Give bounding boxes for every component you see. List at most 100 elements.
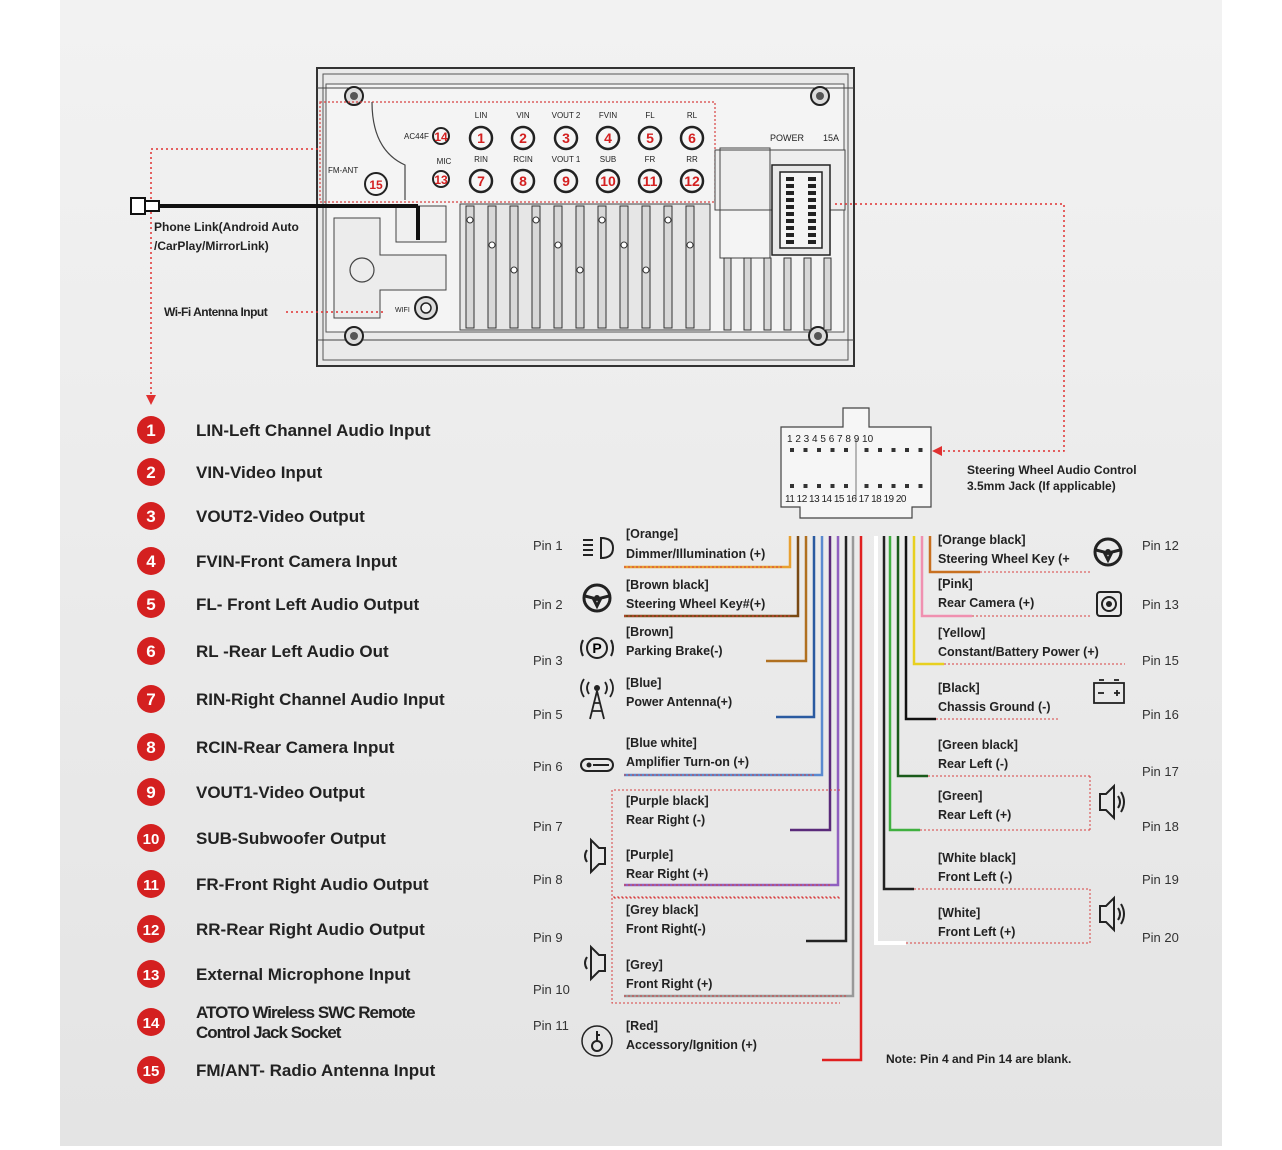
connector-bottom-pins: 11 12 13 14 15 16 17 18 19 20	[785, 494, 907, 505]
legend-number: 13	[143, 967, 160, 984]
steering-wheel-icon	[582, 583, 612, 613]
port-number: 8	[519, 173, 527, 189]
legend-text: External Microphone Input	[196, 965, 411, 984]
wire-color-label: [Pink]	[938, 577, 973, 591]
connector-pin	[844, 484, 848, 488]
connector-pin	[864, 484, 869, 488]
legend-number-badge	[137, 778, 165, 806]
wifi-antenna-label: Wi-Fi Antenna Input	[164, 305, 268, 319]
icon-stroke	[586, 637, 608, 659]
headlight-icon	[583, 536, 615, 560]
wire-function-label: Front Left (+)	[938, 925, 1015, 939]
wire-color-label: [Yellow]	[938, 626, 985, 640]
screw	[810, 86, 830, 106]
pin-label: Pin 7	[533, 819, 563, 834]
port-number: 14	[434, 130, 448, 144]
wire-color-label: [Blue white]	[626, 736, 697, 750]
wire-color-label: [Green black]	[938, 738, 1018, 752]
legend-number-badge	[137, 547, 165, 575]
icon-stroke	[594, 685, 600, 691]
speaker-icon-left	[584, 944, 606, 982]
port-number: 12	[684, 173, 700, 189]
heat-sink-fin	[783, 257, 792, 331]
heat-sink-fin	[597, 205, 607, 329]
connector-pin	[790, 484, 794, 488]
legend-number: 10	[143, 831, 160, 848]
wire-color-label: [Grey black]	[626, 903, 698, 917]
rca-port	[553, 168, 579, 194]
icon-stroke	[1093, 682, 1125, 704]
wire-color-label: [Brown]	[626, 625, 673, 639]
fin-rivet	[664, 216, 672, 224]
fin-rivet	[554, 241, 562, 249]
wire-function-label: Chassis Ground (-)	[938, 700, 1051, 714]
port-number: 1	[477, 130, 485, 146]
legend-number-badge	[137, 1056, 165, 1084]
legend-text: RCIN-Rear Camera Input	[196, 738, 395, 757]
icon-stroke	[584, 849, 588, 863]
screw	[808, 326, 828, 346]
port-label: SUB	[600, 155, 616, 164]
icon-stroke	[586, 762, 592, 768]
fuse-label: 15A	[823, 133, 839, 143]
icon-stroke	[590, 944, 606, 982]
legend-number-badge	[137, 502, 165, 530]
connector-pin	[918, 484, 923, 488]
iso-pin	[786, 219, 794, 223]
legend-number-badge	[137, 416, 165, 444]
port-label: LIN	[475, 111, 488, 120]
iso-pin	[786, 226, 794, 230]
wifi-label: WIFI	[395, 307, 410, 314]
icon-stroke	[594, 595, 600, 601]
connector-pin	[891, 484, 896, 488]
heat-sink-fin	[553, 205, 563, 329]
swc-label: 3.5mm Jack (If applicable)	[967, 479, 1116, 493]
pin-label: Pin 12	[1142, 538, 1179, 553]
rca-port	[553, 125, 579, 151]
iso-pin	[786, 233, 794, 237]
heat-sink-fin	[723, 257, 732, 331]
wire-function-label: Rear Left (-)	[938, 757, 1008, 771]
legend-number: 11	[143, 877, 159, 894]
icon-stroke	[1096, 591, 1122, 617]
wire	[624, 536, 792, 569]
wire-function-label: Front Left (-)	[938, 870, 1012, 884]
wire	[806, 536, 848, 943]
connector-pin	[803, 448, 808, 452]
power-label: POWER	[770, 133, 805, 143]
wire-function-label: Steering Wheel Key (+	[938, 552, 1070, 566]
mic-jack	[432, 170, 450, 188]
icon-stroke	[580, 639, 614, 657]
legend-text: VOUT1-Video Output	[196, 783, 365, 802]
connector-pin	[817, 484, 821, 488]
rca-port	[468, 125, 494, 151]
fin-rivet	[466, 216, 474, 224]
wire	[790, 536, 832, 832]
speaker-pair-bracket	[611, 897, 840, 1004]
wire-color-label: [White]	[938, 906, 980, 920]
legend-number: 15	[143, 1063, 160, 1080]
amplifier-icon	[580, 758, 614, 772]
iso-pin	[786, 240, 794, 244]
wire-function-label: Parking Brake(-)	[626, 644, 723, 658]
legend-number: 3	[146, 507, 155, 526]
legend-number-badge	[137, 458, 165, 486]
heat-sink-fin	[663, 205, 673, 329]
wire	[822, 536, 863, 1062]
legend-number: 4	[146, 552, 156, 571]
port-number: 3	[562, 130, 570, 146]
wire	[888, 536, 920, 832]
speaker-icon	[1099, 783, 1125, 821]
rca-port	[595, 125, 621, 151]
iso-pin	[808, 177, 816, 181]
fin-rivet	[510, 266, 518, 274]
wire-function-label: Steering Wheel Key#(+)	[626, 597, 765, 611]
legend-text: RL -Rear Left Audio Out	[196, 642, 389, 661]
pin-label: Pin 3	[533, 653, 563, 668]
legend-text: FL- Front Left Audio Output	[196, 595, 419, 614]
wire-function-label: Amplifier Turn-on (+)	[626, 755, 749, 769]
icon-stroke	[1106, 601, 1112, 607]
connector-pin	[878, 484, 882, 488]
legend-number: 2	[146, 463, 155, 482]
speaker-icon-left	[584, 837, 606, 875]
